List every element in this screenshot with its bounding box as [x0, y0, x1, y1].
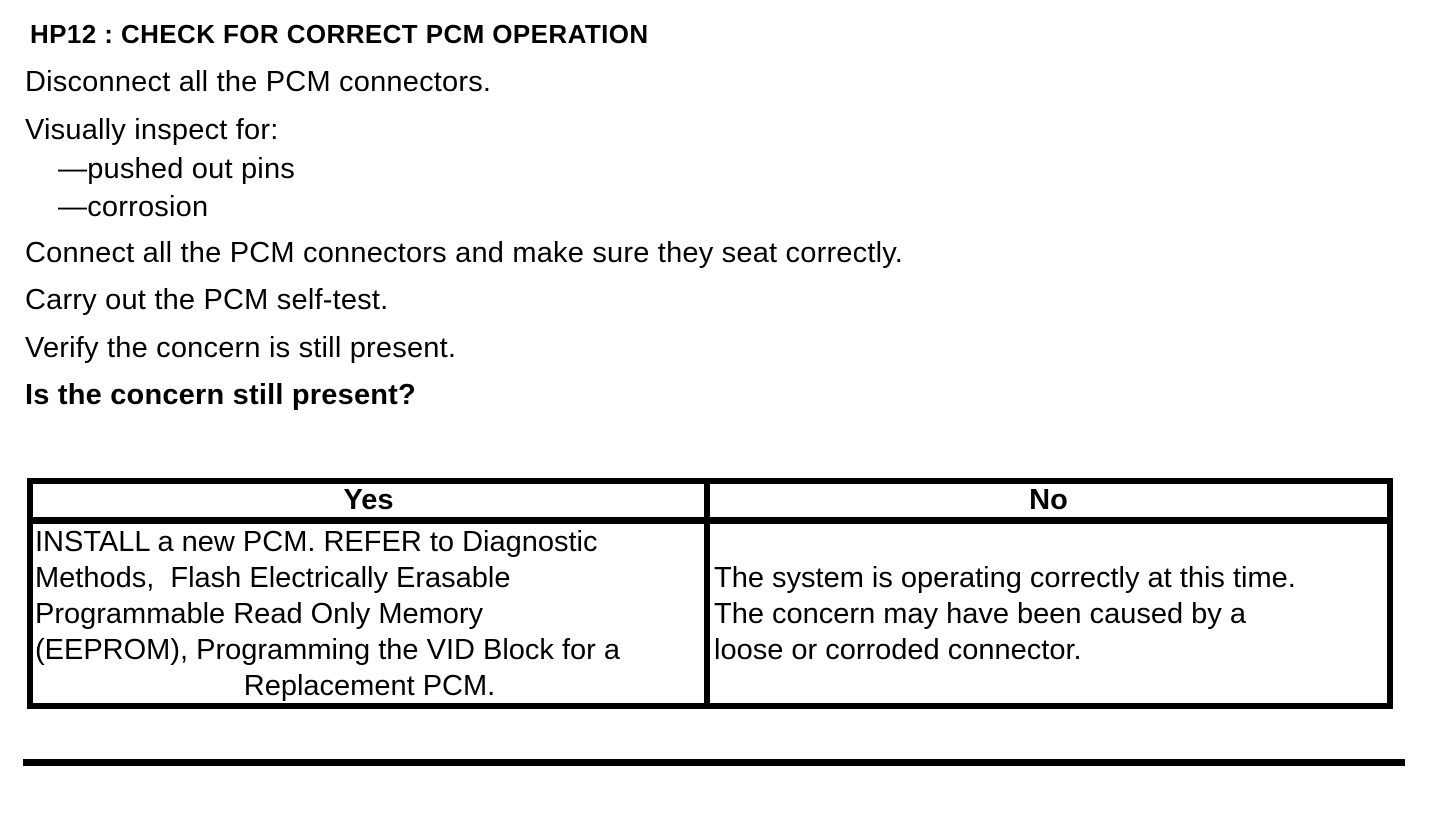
decision-table: Yes No INSTALL a new PCM. REFER to Diagn… — [27, 478, 1393, 709]
yes-action-line: Programmable Read Only Memory — [35, 597, 484, 630]
instruction-line-disconnect: Disconnect all the PCM connectors. — [25, 66, 492, 98]
procedure-heading: HP12 : CHECK FOR CORRECT PCM OPERATION — [30, 19, 649, 49]
yes-action-line: (EEPROM), Programming the VID Block for … — [35, 633, 620, 666]
yes-action-line: Methods, Flash Electrically Erasable — [35, 561, 511, 594]
inspect-item-corrosion: —corrosion — [58, 191, 209, 223]
yes-action-cell: INSTALL a new PCM. REFER to Diagnostic M… — [33, 524, 710, 703]
yes-action-line: INSTALL a new PCM. REFER to Diagnostic — [35, 525, 598, 558]
no-column-header: No — [1029, 484, 1068, 516]
decision-table-header-row: Yes No — [33, 484, 1387, 524]
no-action-line: loose or corroded connector. — [714, 633, 1082, 666]
decision-question: Is the concern still present? — [25, 379, 416, 411]
instruction-line-connect: Connect all the PCM connectors and make … — [25, 237, 904, 269]
decision-table-body-row: INSTALL a new PCM. REFER to Diagnostic M… — [33, 524, 1387, 703]
inspect-item-pushed-out-pins: —pushed out pins — [58, 153, 295, 185]
no-action-line: The concern may have been caused by a — [714, 597, 1246, 630]
yes-action-line: Replacement PCM. — [243, 669, 496, 702]
yes-column-header: Yes — [33, 484, 710, 517]
no-action-cell: The system is operating correctly at thi… — [710, 524, 1387, 703]
instruction-line-self-test: Carry out the PCM self-test. — [25, 284, 389, 316]
instruction-line-inspect: Visually inspect for: — [25, 114, 279, 146]
instruction-line-verify: Verify the concern is still present. — [25, 332, 457, 364]
no-action-line: The system is operating correctly at thi… — [714, 561, 1296, 594]
horizontal-rule — [23, 759, 1405, 766]
